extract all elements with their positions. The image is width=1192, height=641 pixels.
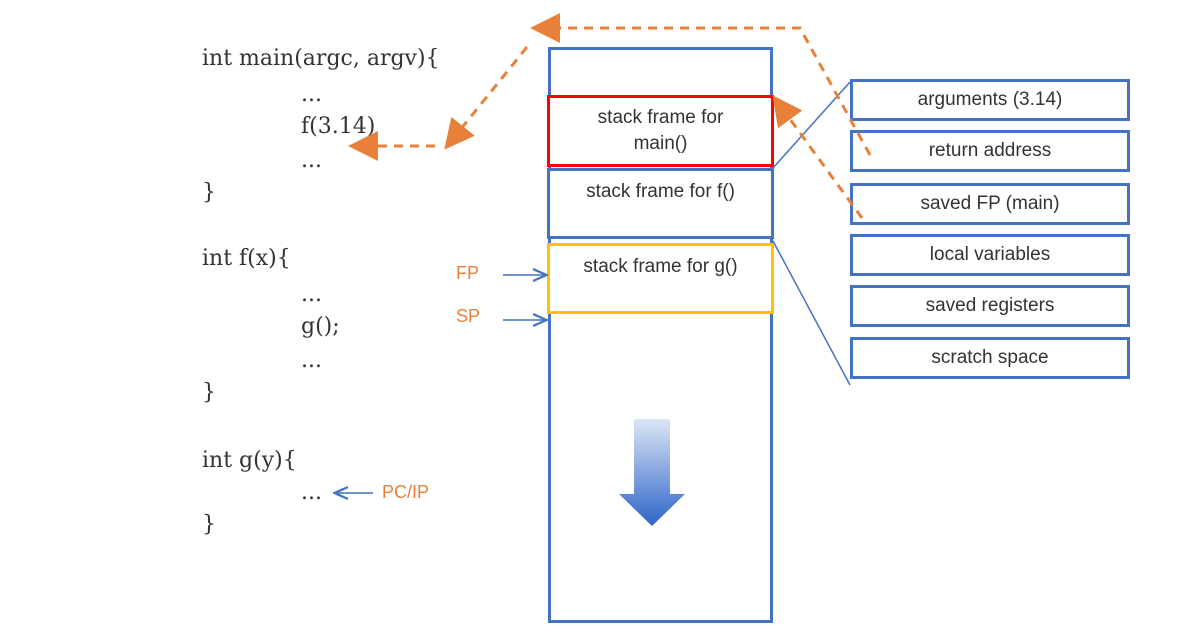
stack-frame-f-label: stack frame for f()	[586, 181, 735, 202]
code-f-line-1: ...	[301, 282, 322, 307]
code-g-signature: int g(y){	[202, 448, 297, 473]
pc-ip-label: PC/IP	[382, 482, 430, 502]
stack-frame-main-label: stack frame for main()	[597, 107, 724, 154]
code-main-close: }	[202, 180, 216, 205]
fp-label: FP	[456, 263, 480, 283]
return-to-call-arrow	[444, 46, 529, 150]
code-main-signature: int main(argc, argv){	[202, 46, 440, 71]
code-g-line-1: ...	[301, 480, 322, 505]
code-f-call-g: g();	[301, 314, 340, 339]
detail-saved-registers: saved registers	[850, 285, 1130, 327]
sp-label: SP	[456, 306, 481, 326]
stack-frame-main: stack frame for main()	[547, 95, 774, 167]
zoom-line-bottom	[772, 240, 851, 386]
detail-scratch-space: scratch space	[850, 337, 1130, 379]
detail-local-variables: local variables	[850, 234, 1130, 276]
saved-fp-arrow	[772, 95, 864, 219]
stack-frame-f: stack frame for f()	[547, 168, 774, 239]
down-arrow-icon	[619, 419, 685, 526]
stack-frame-g: stack frame for g()	[547, 243, 774, 314]
code-f-line-3: ...	[301, 348, 322, 373]
detail-return-address: return address	[850, 130, 1130, 172]
return-address-arrow	[530, 13, 872, 156]
code-main-line-1: ...	[301, 82, 322, 107]
code-main-line-3: ...	[301, 148, 322, 173]
code-f-close: }	[202, 380, 216, 405]
detail-arguments: arguments (3.14)	[850, 79, 1130, 121]
code-f-signature: int f(x){	[202, 246, 291, 271]
stack-frame-g-label: stack frame for g()	[583, 256, 738, 277]
stack-column	[548, 47, 773, 623]
code-g-close: }	[202, 512, 216, 537]
